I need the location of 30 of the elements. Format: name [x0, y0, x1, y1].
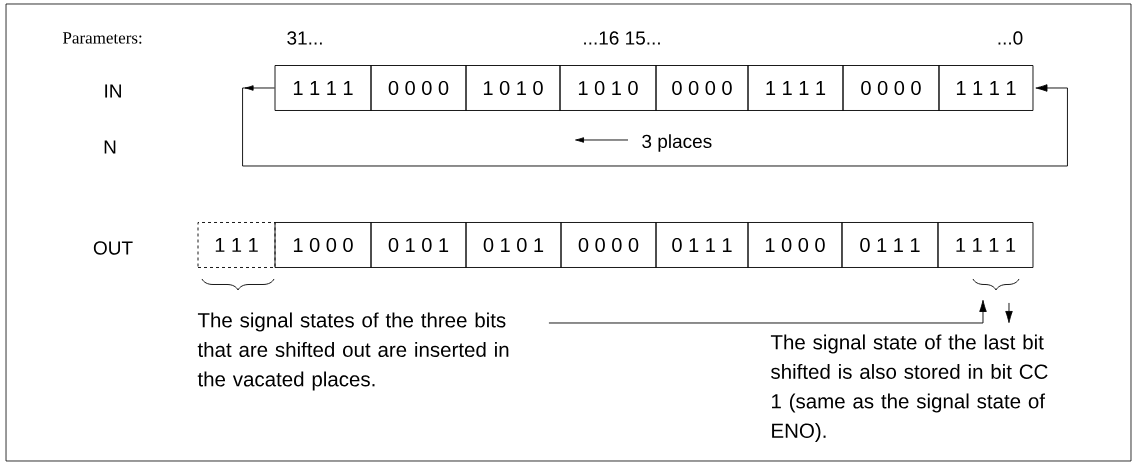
- annotation-text: The signal states of the three bits that are shifted out are inserted in the vacated places.: [197, 312, 509, 391]
- parameter-name: IN: [105, 84, 121, 98]
- register-cell: 1 1 1 1: [274, 65, 372, 111]
- register-cell: 1 1 1 1: [938, 65, 1034, 111]
- register-cell: 0 1 1 1: [655, 222, 749, 268]
- bit-position-label: ...16 15...: [584, 31, 660, 45]
- annotation-text: The signal state of the last bit shifted is also stored in bit CC 1 (same as the signal state of ENO).: [770, 334, 1048, 443]
- register-cell: 1 1 1 1: [937, 222, 1034, 268]
- register-cell: 0 0 0 0: [655, 65, 749, 111]
- parameters-label: Parameters:: [62, 32, 142, 44]
- register-cell: 1 0 0 0: [747, 222, 843, 268]
- register-cell: 1 0 1 0: [465, 65, 561, 111]
- register-cell: 0 1 0 1: [370, 222, 467, 268]
- register-cell: 1 1 1: [197, 222, 276, 268]
- register-cell: 0 1 0 1: [465, 222, 562, 268]
- register-cell: 1 1 1 1: [747, 65, 844, 111]
- register-cell: 1 0 0 0: [274, 222, 372, 268]
- bit-position-label: 31...: [287, 31, 322, 45]
- register-cell: 1 0 1 0: [559, 65, 657, 111]
- parameter-name: OUT: [93, 241, 133, 255]
- register-cell: 0 0 0 0: [370, 65, 467, 111]
- shift-label: 3 places: [642, 134, 712, 152]
- register-cell: 0 1 1 1: [841, 222, 939, 268]
- arrow: [242, 84, 1068, 167]
- arrow: [1005, 302, 1013, 324]
- arrow: [548, 299, 987, 324]
- register-cell: 0 0 0 0: [560, 222, 657, 268]
- parameter-name: N: [104, 140, 116, 154]
- register-cell: 0 0 0 0: [842, 65, 940, 111]
- bit-position-label: ...0: [998, 31, 1023, 45]
